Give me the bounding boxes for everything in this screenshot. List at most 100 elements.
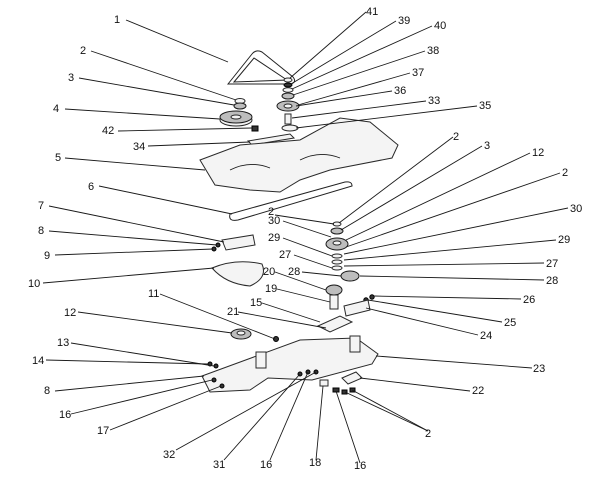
leader-2c — [344, 391, 429, 432]
leader-5 — [64, 157, 206, 171]
leader-38 — [292, 50, 426, 96]
leader-2d — [351, 389, 429, 432]
leader-30-right — [343, 207, 569, 255]
leader-3b — [340, 145, 483, 231]
part-washer-40 — [282, 87, 294, 93]
callout-35: 35 — [479, 100, 491, 112]
part-bracket-22 — [341, 371, 363, 385]
part-bearing-38 — [281, 92, 295, 100]
part-pulley-12b-hub — [236, 330, 246, 336]
leader-3a — [78, 77, 235, 106]
callout-29-right: 29 — [558, 234, 570, 246]
part-spacer-18 — [319, 379, 329, 387]
callout-17: 17 — [97, 425, 109, 437]
part-cover-plate-5 — [199, 117, 399, 193]
leader-23 — [375, 355, 533, 369]
leader-37 — [297, 72, 411, 106]
part-guard-10 — [211, 261, 264, 287]
callout-31: 31 — [213, 459, 225, 471]
callout-29-left: 29 — [268, 232, 280, 244]
leader-13 — [70, 342, 215, 367]
part-shaft-33 — [284, 113, 292, 125]
leader-26 — [373, 295, 522, 300]
callout-13: 13 — [57, 337, 69, 349]
callout-2: 2 — [80, 45, 86, 57]
leader-11 — [159, 293, 276, 340]
leader-2-right — [345, 172, 561, 248]
leader-40 — [291, 25, 433, 90]
callout-7: 7 — [38, 200, 44, 212]
leader-1 — [125, 19, 229, 63]
leader-29-right — [343, 239, 557, 261]
part-base-plate-23 — [201, 337, 379, 393]
part-spacer-30a — [331, 253, 343, 259]
leader-30-left — [282, 220, 332, 238]
leader-7 — [48, 205, 225, 243]
callout-18: 18 — [309, 457, 321, 469]
part-bearing-3b — [330, 227, 344, 235]
leader-9 — [54, 248, 214, 256]
callout-19: 19 — [265, 283, 277, 295]
part-nut-2c — [341, 389, 348, 395]
part-cover-detail-2 — [299, 154, 341, 161]
leader-20 — [274, 271, 327, 291]
callout-8: 8 — [38, 225, 44, 237]
leader-17 — [109, 385, 222, 431]
leader-14 — [45, 359, 209, 365]
part-bolt-13 — [213, 363, 219, 369]
part-washer-41 — [283, 77, 293, 83]
part-nut-39 — [283, 82, 293, 88]
callout-10: 10 — [28, 278, 40, 290]
leader-2b — [338, 136, 454, 224]
part-cover-detail — [229, 164, 271, 171]
leader-22 — [359, 377, 471, 392]
callout-37: 37 — [412, 67, 424, 79]
leader-21 — [237, 311, 327, 329]
part-arm-24 — [343, 299, 371, 317]
leader-6 — [98, 185, 233, 215]
leader-41 — [289, 11, 367, 79]
leader-27-left — [293, 254, 333, 269]
callout-12a: 12 — [532, 147, 544, 159]
part-pulley-12a-hub — [332, 240, 342, 246]
callout-39: 39 — [398, 15, 410, 27]
callout-20: 20 — [263, 266, 275, 278]
callout-11: 11 — [148, 288, 159, 300]
callout-27-left: 27 — [279, 249, 291, 261]
callout-41: 41 — [366, 6, 378, 18]
callout-8b: 8 — [44, 385, 50, 397]
callout-24: 24 — [480, 330, 492, 342]
leader-8a — [48, 230, 218, 246]
leader-24 — [365, 307, 479, 336]
leader-31 — [223, 373, 301, 461]
leader-16a — [70, 379, 213, 415]
callout-26: 26 — [523, 294, 535, 306]
callout-22: 22 — [472, 385, 484, 397]
callout-16a: 16 — [59, 409, 71, 421]
leader-15 — [261, 302, 321, 323]
part-bolt-11 — [273, 336, 279, 342]
callout-27-right: 27 — [546, 258, 558, 270]
callout-3b: 3 — [484, 140, 490, 152]
callout-40: 40 — [434, 20, 446, 32]
callout-3: 3 — [68, 72, 74, 84]
callout-2b: 2 — [453, 131, 459, 143]
leader-16c — [335, 390, 361, 464]
part-spindle-19 — [329, 294, 339, 310]
callout-21: 21 — [227, 306, 239, 318]
part-bearing-28a — [340, 270, 360, 282]
callout-42: 42 — [102, 125, 114, 137]
callout-1: 1 — [114, 14, 120, 26]
part-washer-27a — [331, 265, 343, 271]
callout-36: 36 — [394, 85, 406, 97]
leader-34 — [147, 141, 251, 147]
leader-35 — [295, 105, 478, 129]
leader-8b — [54, 375, 205, 392]
part-pulley-37-hub — [283, 103, 293, 109]
callout-4: 4 — [53, 103, 59, 115]
callout-12b: 12 — [64, 307, 76, 319]
callout-5: 5 — [55, 152, 61, 164]
part-bearing-3a — [233, 102, 247, 110]
